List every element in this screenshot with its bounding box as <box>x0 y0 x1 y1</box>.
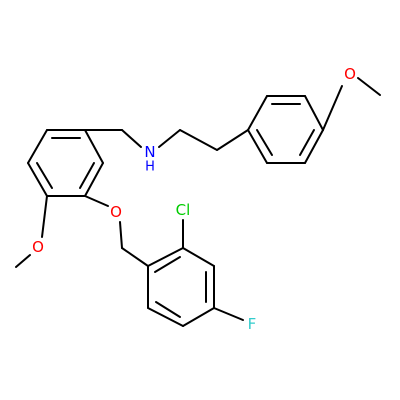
bond <box>357 77 381 96</box>
bond <box>155 301 181 318</box>
bond <box>84 129 104 164</box>
chlorine-label: Cl <box>176 201 191 219</box>
bond <box>121 129 142 148</box>
bond <box>84 162 104 197</box>
bond <box>179 129 218 151</box>
bond <box>299 129 315 156</box>
bond <box>304 129 324 164</box>
oxygen-left-methoxy-label: O <box>32 238 44 256</box>
bonds <box>15 77 381 327</box>
bond <box>256 129 273 156</box>
fluorine-label: F <box>248 315 257 333</box>
bond <box>147 247 184 267</box>
atom-labels: N H O O O Cl F <box>32 65 356 333</box>
bond <box>182 307 215 327</box>
nitrogen-label: N <box>144 143 155 161</box>
bond <box>216 129 249 151</box>
bond <box>84 195 109 207</box>
bond <box>304 95 324 131</box>
oxygen-top-methoxy-label: O <box>344 65 356 83</box>
bond <box>27 129 48 164</box>
bond <box>154 256 181 273</box>
nitrogen-hydrogen-label: H <box>145 160 155 175</box>
bond <box>182 247 215 267</box>
bond <box>36 162 53 189</box>
oxygen-ether-label: O <box>110 203 122 221</box>
bond <box>15 254 31 268</box>
bond <box>247 95 268 131</box>
bond <box>147 307 184 327</box>
bond <box>247 129 268 164</box>
bond <box>79 162 95 189</box>
bond <box>322 85 343 131</box>
bond <box>121 247 149 267</box>
bond <box>119 221 123 249</box>
bond <box>27 162 48 197</box>
bond <box>41 195 48 238</box>
bond <box>213 307 244 321</box>
bond <box>158 129 181 148</box>
